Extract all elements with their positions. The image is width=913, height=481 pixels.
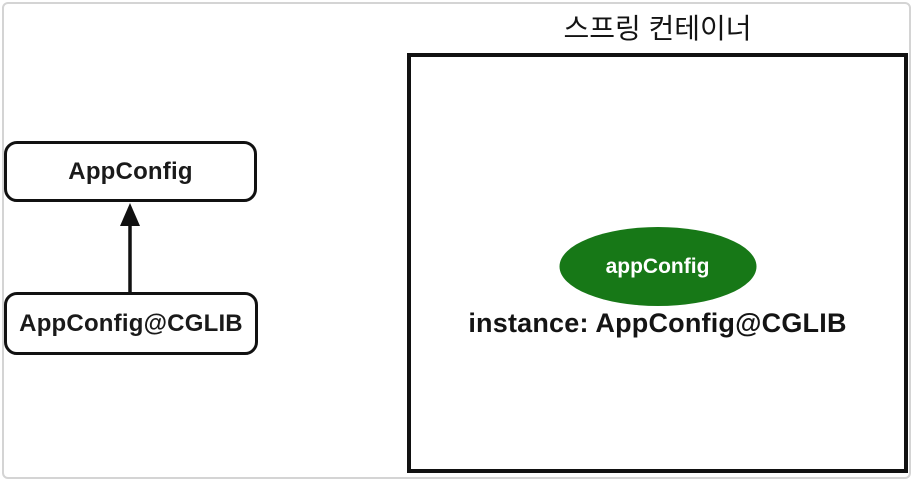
instance-label: instance: AppConfig@CGLIB	[468, 308, 847, 338]
class-box-appconfig-cglib: AppConfig@CGLIB	[4, 292, 258, 355]
class-box-appconfig-cglib-label: AppConfig@CGLIB	[19, 309, 243, 337]
spring-container-title: 스프링 컨테이너	[563, 13, 752, 44]
bean-ellipse: appConfig	[559, 227, 756, 306]
spring-container-box: appConfig instance: AppConfig@CGLIB	[407, 53, 908, 473]
class-box-appconfig: AppConfig	[4, 141, 257, 202]
up-arrow-icon	[120, 203, 140, 292]
bean-label: appConfig	[605, 254, 710, 278]
class-box-appconfig-label: AppConfig	[68, 157, 193, 185]
